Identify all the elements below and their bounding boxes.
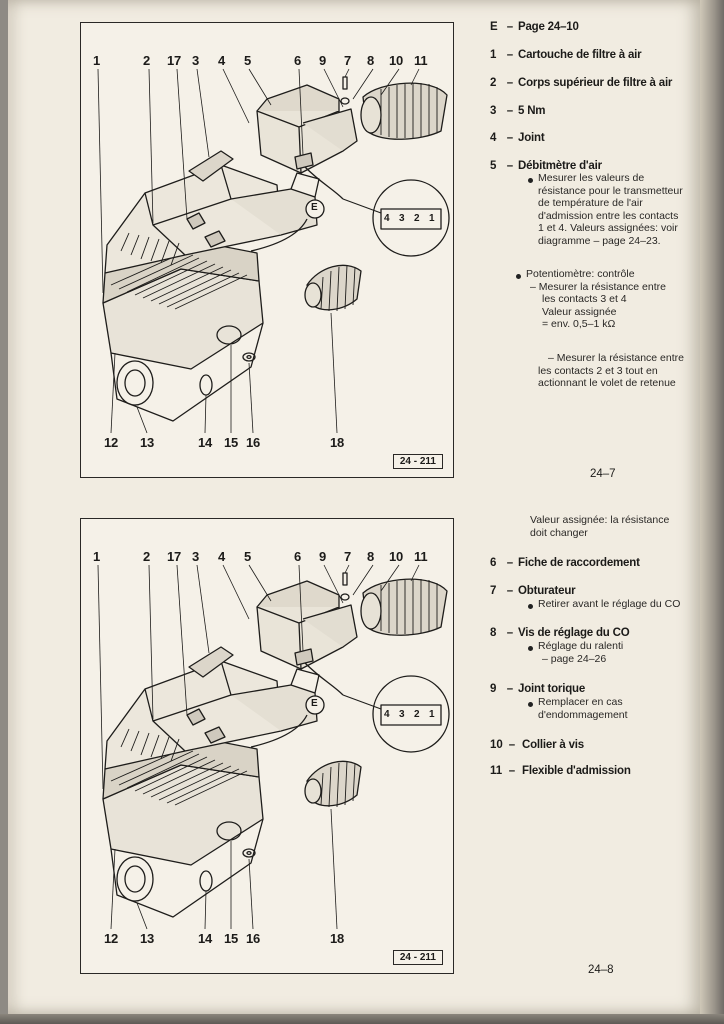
exploded-diagram-top: 1 2 17 3 4 5 6 9 7 8 10 11 12 13 14 15 1… — [80, 22, 454, 478]
callout-11: 11 — [414, 549, 428, 564]
pin-1: 1 — [429, 213, 435, 224]
item-9-note: Remplacer en cas d'endommagement — [538, 696, 628, 721]
pin-2: 2 — [414, 709, 420, 720]
air-filter-drawing — [97, 564, 450, 930]
callout-1: 1 — [93, 549, 101, 564]
callout-12: 12 — [104, 435, 119, 450]
exploded-diagram-bottom: 1 2 17 3 4 5 6 9 7 8 10 11 12 13 14 15 1… — [80, 518, 454, 974]
bullet-icon — [528, 604, 533, 609]
callout-6: 6 — [294, 53, 302, 68]
callout-3: 3 — [192, 53, 200, 68]
pin-2: 2 — [414, 213, 420, 224]
legend-item-5: 5–Débitmètre d'air — [490, 160, 602, 172]
callout-4: 4 — [218, 549, 226, 564]
item-8-note: Réglage du ralenti – page 24–26 — [538, 640, 624, 665]
bullet-icon — [528, 702, 533, 707]
callout-6: 6 — [294, 549, 302, 564]
callout-14: 14 — [198, 435, 213, 450]
callout-13: 13 — [140, 931, 155, 946]
callout-15: 15 — [224, 435, 239, 450]
page-bottom-edge — [0, 1014, 724, 1024]
legend-item-8: 8–Vis de réglage du CO — [490, 627, 630, 639]
pin-3: 3 — [399, 213, 405, 224]
callout-17: 17 — [167, 549, 182, 564]
pin-4: 4 — [384, 213, 390, 224]
callout-8: 8 — [367, 549, 375, 564]
legend-page-2: 6–Fiche de raccordement 7–Obturateur Ret… — [490, 556, 700, 786]
bullet-icon — [528, 178, 533, 183]
callout-8: 8 — [367, 53, 375, 68]
callout-14: 14 — [198, 931, 213, 946]
callout-12: 12 — [104, 931, 119, 946]
page-number-24-7: 24–7 — [590, 468, 616, 480]
pin-1: 1 — [429, 709, 435, 720]
callout-2: 2 — [143, 549, 151, 564]
figure-number: 24 - 211 — [392, 950, 443, 965]
manual-page: 1 2 17 3 4 5 6 9 7 8 10 11 12 13 14 15 1… — [8, 0, 704, 1014]
callout-7: 7 — [344, 53, 352, 68]
bullet-icon — [528, 646, 533, 651]
legend-item-2: 2–Corps supérieur de filtre à air — [490, 77, 673, 89]
pin-3: 3 — [399, 709, 405, 720]
figure-number: 24 - 211 — [392, 454, 443, 469]
callout-10: 10 — [389, 53, 404, 68]
callout-18: 18 — [330, 931, 345, 946]
air-filter-drawing — [97, 68, 450, 434]
legend-item-9: 9–Joint torique — [490, 683, 586, 695]
callout-9: 9 — [319, 549, 327, 564]
callout-15: 15 — [224, 931, 239, 946]
callout-16: 16 — [246, 931, 261, 946]
callout-17: 17 — [167, 53, 182, 68]
legend-item-4: 4–Joint — [490, 132, 545, 144]
callout-16: 16 — [246, 435, 261, 450]
legend-item-3: 3–5 Nm — [490, 105, 546, 117]
callout-5: 5 — [244, 53, 252, 68]
legend-item-6: 6–Fiche de raccordement — [490, 557, 640, 569]
pin-4: 4 — [384, 709, 390, 720]
callout-2: 2 — [143, 53, 151, 68]
callout-7: 7 — [344, 549, 352, 564]
legend-item-e: E–Page 24–10 — [490, 21, 579, 33]
callout-5: 5 — [244, 549, 252, 564]
callout-18: 18 — [330, 435, 345, 450]
page-number-24-8: 24–8 — [588, 964, 614, 976]
legend-item-11: 11–Flexible d'admission — [490, 765, 631, 777]
legend-item-1: 1–Cartouche de filtre à air — [490, 49, 642, 61]
book-spine — [700, 0, 724, 1024]
e-marker: E — [311, 202, 318, 213]
item-5-measure-note: Mesurer les valeurs de résistance pour l… — [538, 172, 683, 247]
callout-13: 13 — [140, 435, 155, 450]
callout-1: 1 — [93, 53, 101, 68]
item-7-note: Retirer avant le réglage du CO — [538, 598, 681, 610]
item-5-potentiometer-note: Potentiomètre: contrôle – Mesurer la rés… — [526, 268, 666, 330]
legend-item-10: 10–Collier à vis — [490, 739, 584, 751]
callout-4: 4 — [218, 53, 226, 68]
item-5-potentiometer-note-2: – Mesurer la résistance entre les contac… — [538, 352, 684, 389]
callout-3: 3 — [192, 549, 200, 564]
legend-page-1: E–Page 24–10 1–Cartouche de filtre à air… — [490, 20, 700, 400]
legend-item-7: 7–Obturateur — [490, 585, 576, 597]
bullet-icon — [516, 274, 521, 279]
callout-11: 11 — [414, 53, 428, 68]
callout-10: 10 — [389, 549, 404, 564]
callout-9: 9 — [319, 53, 327, 68]
e-marker: E — [311, 698, 318, 709]
page-2-intro: Valeur assignée: la résistance doit chan… — [530, 514, 670, 539]
